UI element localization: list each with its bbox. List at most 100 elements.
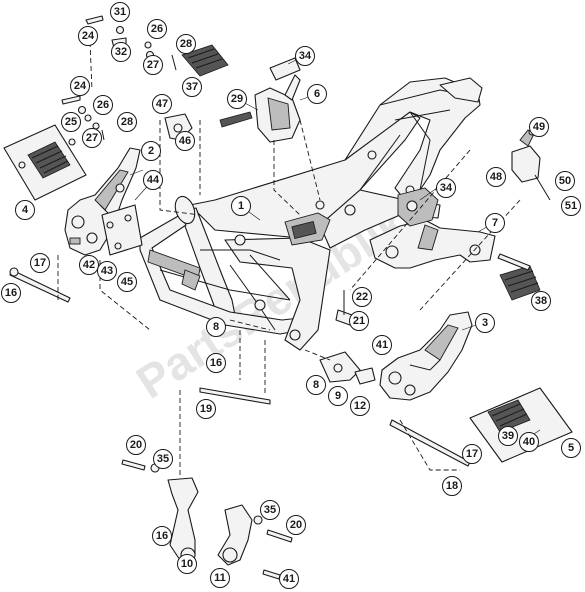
callout-45: 45 <box>117 272 137 292</box>
callout-17a: 17 <box>30 253 50 273</box>
svg-text:9: 9 <box>335 390 341 402</box>
side-stand-sensor-bracket <box>511 128 551 201</box>
callout-9: 9 <box>328 386 348 406</box>
svg-text:32: 32 <box>115 46 127 58</box>
callout-27a: 27 <box>143 55 163 75</box>
svg-text:28: 28 <box>121 116 133 128</box>
svg-text:26: 26 <box>151 23 163 35</box>
callout-21: 21 <box>349 311 369 331</box>
callout-26a: 26 <box>147 19 167 39</box>
callout-19: 19 <box>196 399 216 419</box>
callout-46: 46 <box>175 131 195 151</box>
svg-text:34: 34 <box>440 182 453 194</box>
svg-text:7: 7 <box>492 217 498 229</box>
svg-text:18: 18 <box>446 480 458 492</box>
callout-40: 40 <box>519 432 539 452</box>
callout-43: 43 <box>97 261 117 281</box>
svg-text:28: 28 <box>180 38 192 50</box>
svg-text:41: 41 <box>376 339 388 351</box>
svg-text:8: 8 <box>213 321 219 333</box>
svg-text:26: 26 <box>97 99 109 111</box>
callout-31: 31 <box>110 2 130 22</box>
callout-5: 5 <box>561 438 581 458</box>
callout-41b: 41 <box>279 569 299 589</box>
callout-22: 22 <box>352 287 372 307</box>
svg-text:41: 41 <box>283 573 295 585</box>
svg-text:42: 42 <box>83 259 95 271</box>
callout-51: 51 <box>561 196 581 216</box>
svg-text:49: 49 <box>533 121 545 133</box>
svg-text:40: 40 <box>523 436 535 448</box>
svg-text:47: 47 <box>156 98 168 110</box>
callout-35b: 35 <box>260 500 280 520</box>
svg-text:17: 17 <box>466 448 478 460</box>
svg-text:34: 34 <box>299 50 312 62</box>
callout-16b: 16 <box>206 353 226 373</box>
callout-16c: 16 <box>152 526 172 546</box>
svg-text:43: 43 <box>101 265 113 277</box>
callout-42: 42 <box>79 255 99 275</box>
svg-text:20: 20 <box>130 439 142 451</box>
callout-37: 37 <box>182 77 202 97</box>
callout-1: 1 <box>231 196 251 216</box>
callout-4: 4 <box>15 200 35 220</box>
callout-35a: 35 <box>153 449 173 469</box>
svg-text:24: 24 <box>74 80 87 92</box>
rear-subframe-bracket <box>369 219 496 269</box>
svg-text:27: 27 <box>86 132 98 144</box>
callout-24a: 24 <box>78 26 98 46</box>
callout-25: 25 <box>61 112 81 132</box>
callout-3: 3 <box>475 313 495 333</box>
left-long-bolt <box>9 267 71 303</box>
callout-20b: 20 <box>286 515 306 535</box>
mount-fasteners <box>121 459 293 580</box>
callout-16a: 16 <box>1 283 21 303</box>
svg-text:16: 16 <box>210 357 222 369</box>
right-footrest-rubber <box>497 253 541 301</box>
callout-28b: 28 <box>117 112 137 132</box>
callout-11: 11 <box>210 568 230 588</box>
svg-text:17: 17 <box>34 257 46 269</box>
engine-mount-bracket <box>319 351 376 385</box>
svg-text:2: 2 <box>148 145 154 157</box>
callout-28a: 28 <box>176 34 196 54</box>
upper-fasteners <box>61 15 177 141</box>
svg-text:51: 51 <box>565 200 577 212</box>
svg-text:44: 44 <box>147 174 160 186</box>
callout-10: 10 <box>177 554 197 574</box>
svg-text:25: 25 <box>65 116 77 128</box>
svg-text:4: 4 <box>22 204 29 216</box>
left-footrest-kit <box>3 124 87 201</box>
svg-text:21: 21 <box>353 315 365 327</box>
callout-32: 32 <box>111 42 131 62</box>
svg-text:8: 8 <box>313 379 319 391</box>
upper-footrest-rubber <box>181 44 229 77</box>
frame-cover-bracket <box>397 187 439 227</box>
svg-text:3: 3 <box>482 317 488 329</box>
svg-text:12: 12 <box>354 400 366 412</box>
svg-text:10: 10 <box>181 558 193 570</box>
callout-29: 29 <box>227 89 247 109</box>
left-footrest-bracket <box>64 147 141 256</box>
svg-text:22: 22 <box>356 291 368 303</box>
callout-20a: 20 <box>126 435 146 455</box>
svg-text:46: 46 <box>179 135 191 147</box>
svg-text:20: 20 <box>290 519 302 531</box>
callout-17b: 17 <box>462 444 482 464</box>
callout-18: 18 <box>442 476 462 496</box>
callout-41a: 41 <box>372 335 392 355</box>
battery-holder <box>219 57 301 143</box>
callout-8b: 8 <box>306 375 326 395</box>
left-engine-mount <box>167 477 199 563</box>
callout-34a: 34 <box>295 46 315 66</box>
callout-48: 48 <box>486 167 506 187</box>
right-engine-mount <box>217 504 253 566</box>
right-footrest-kit <box>469 387 573 463</box>
callout-24b: 24 <box>70 76 90 96</box>
lower-long-bolt <box>199 387 271 405</box>
svg-text:50: 50 <box>559 175 571 187</box>
callout-39: 39 <box>498 426 518 446</box>
callout-34b: 34 <box>436 178 456 198</box>
svg-text:48: 48 <box>490 171 502 183</box>
